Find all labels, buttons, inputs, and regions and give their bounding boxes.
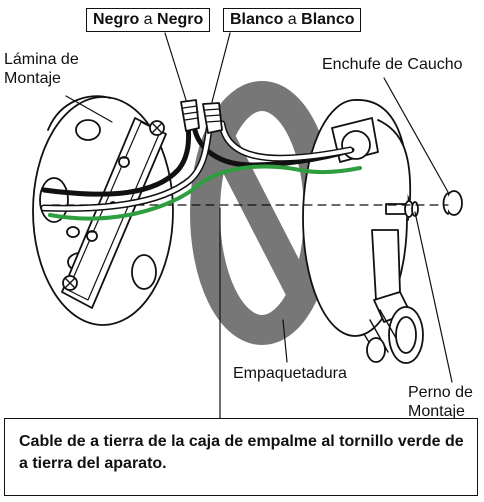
mounting-plate-label-line1: Lámina de — [4, 51, 79, 68]
wire-nuts — [180, 99, 223, 134]
mounting-bolt — [385, 200, 419, 218]
connector-a-word: a — [139, 11, 158, 28]
mounting-plate-label: Lámina de Montaje — [4, 50, 79, 88]
white-to-white-label: Blanco a Blanco — [223, 8, 362, 32]
black-to-black-label: Negro a Negro — [86, 8, 211, 32]
connector-a-word-2: a — [283, 11, 302, 28]
ground-wire-caption: Cable de a tierra de la caja de empalme … — [19, 433, 464, 472]
black-wire-name-b: Negro — [157, 11, 204, 28]
gasket-label: Empaquetadura — [233, 365, 347, 382]
ground-wire — [48, 164, 362, 221]
black-wire-name-a: Negro — [93, 11, 140, 28]
mounting-plate-label-line2: Montaje — [4, 70, 61, 87]
rubber-plug — [442, 190, 463, 216]
mounting-bolt-label-line2: Montaje — [408, 403, 465, 420]
mounting-bolt-label: Perno de Montaje — [408, 383, 473, 421]
white-wire-name-a: Blanco — [230, 11, 284, 28]
white-wires-inner — [42, 116, 352, 211]
leader-lines — [65, 32, 453, 419]
rubber-plug-label: Enchufe de Caucho — [322, 56, 463, 73]
caption-box: Cable de a tierra de la caja de empalme … — [4, 418, 478, 496]
mounting-bolt-label-line1: Perno de — [408, 384, 473, 401]
fixture-canopy — [302, 99, 424, 364]
white-wire-name-b: Blanco — [301, 11, 355, 28]
